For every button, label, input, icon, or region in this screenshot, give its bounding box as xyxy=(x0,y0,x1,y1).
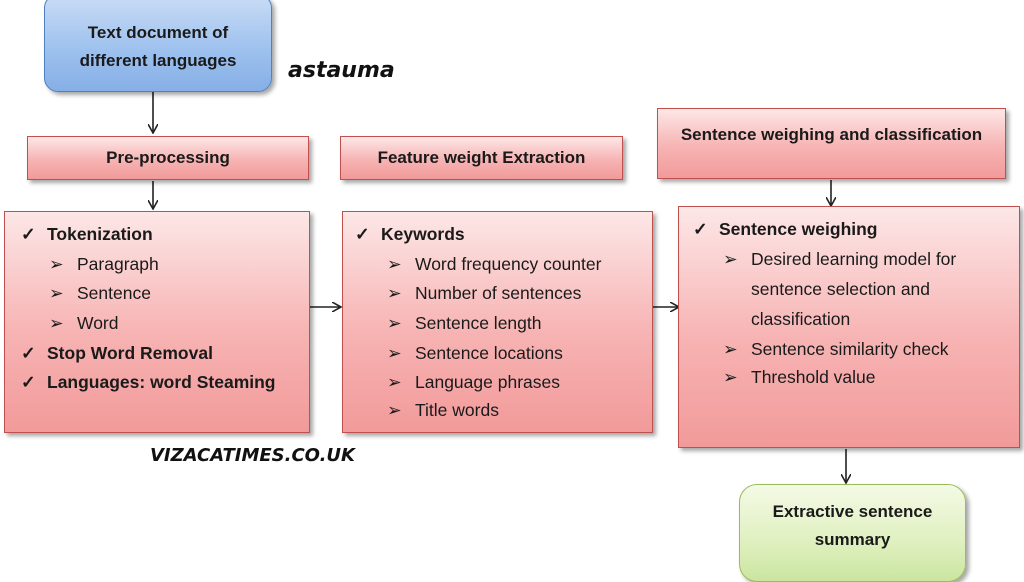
output-summary-box: Extractive sentence summary xyxy=(739,484,966,582)
item-label: Sentence locations xyxy=(415,343,563,363)
item-label: Keywords xyxy=(381,224,465,244)
item-label: Languages: word Steaming xyxy=(47,372,276,392)
input-line-2: different languages xyxy=(79,51,237,70)
item-learning-model-line3: classification xyxy=(751,309,851,329)
sentence-box: ✓ Sentence weighing ➢ Desired learning mod… xyxy=(678,206,1020,448)
check-icon: ✓ xyxy=(355,224,370,244)
input-line-1: Text document of xyxy=(87,23,229,42)
item-stop-word: ✓ Stop Word Removal xyxy=(21,343,213,364)
item-label: Stop Word Removal xyxy=(47,343,213,363)
item-sentence: ➢ Sentence xyxy=(49,283,151,304)
feature-header: Feature weight Extraction xyxy=(340,136,623,180)
item-label: Language phrases xyxy=(415,372,560,392)
preprocessing-header: Pre-processing xyxy=(27,136,309,180)
check-icon: ✓ xyxy=(21,372,36,392)
item-learning-model: ➢ Desired learning model for xyxy=(723,249,956,270)
item-sentence-weighing: ✓ Sentence weighing xyxy=(693,219,878,240)
check-icon: ✓ xyxy=(21,224,36,244)
item-label: Title words xyxy=(415,400,499,420)
item-label: Threshold value xyxy=(751,367,876,387)
arrow-bullet-icon: ➢ xyxy=(49,254,64,274)
item-tokenization: ✓ Tokenization xyxy=(21,224,153,245)
check-icon: ✓ xyxy=(21,343,36,363)
item-feature-4: ➢ Language phrases xyxy=(387,372,560,393)
item-feature-0: ➢ Word frequency counter xyxy=(387,254,601,275)
item-label: Number of sentences xyxy=(415,283,582,303)
item-feature-1: ➢ Number of sentences xyxy=(387,283,581,304)
item-feature-3: ➢ Sentence locations xyxy=(387,343,563,364)
preprocessing-box: ✓ Tokenization ➢ Paragraph ➢ Sentence ➢ Word… xyxy=(4,211,310,433)
feature-box: ✓ Keywords ➢ Word frequency counter ➢ Numbe… xyxy=(342,211,653,433)
preprocessing-header-label: Pre-processing xyxy=(106,148,230,167)
arrow-bullet-icon: ➢ xyxy=(387,372,402,392)
arrow-bullet-icon: ➢ xyxy=(723,367,738,387)
feature-header-label: Feature weight Extraction xyxy=(377,148,586,167)
watermark-vizacatimes: VIZACATIMES.CO.UK xyxy=(150,445,355,466)
item-keywords: ✓ Keywords xyxy=(355,224,465,245)
output-line-1: Extractive sentence xyxy=(772,502,933,521)
arrow-bullet-icon: ➢ xyxy=(723,249,738,269)
item-similarity-check: ➢ Sentence similarity check xyxy=(723,339,948,360)
item-word: ➢ Word xyxy=(49,313,119,334)
arrow-bullet-icon: ➢ xyxy=(723,339,738,359)
item-label: Sentence xyxy=(77,283,151,303)
item-label: Desired learning model for xyxy=(751,249,957,269)
watermark-astauma: astauma xyxy=(288,58,395,83)
item-label: Sentence length xyxy=(415,313,542,333)
item-label: Paragraph xyxy=(77,254,159,274)
arrow-bullet-icon: ➢ xyxy=(49,283,64,303)
item-feature-2: ➢ Sentence length xyxy=(387,313,542,334)
sentence-header: Sentence weighing and classification xyxy=(657,108,1006,179)
item-label: Word xyxy=(77,313,119,333)
item-label: Sentence weighing xyxy=(719,219,878,239)
item-threshold: ➢ Threshold value xyxy=(723,367,876,388)
output-line-2: summary xyxy=(814,530,891,549)
item-label: Word frequency counter xyxy=(415,254,602,274)
input-document-box: Text document of different languages xyxy=(44,0,272,92)
arrow-bullet-icon: ➢ xyxy=(387,283,402,303)
item-feature-5: ➢ Title words xyxy=(387,400,499,421)
arrow-bullet-icon: ➢ xyxy=(387,400,402,420)
check-icon: ✓ xyxy=(693,219,708,239)
arrow-bullet-icon: ➢ xyxy=(387,343,402,363)
item-label: Sentence similarity check xyxy=(751,339,949,359)
item-learning-model-line2: sentence selection and xyxy=(751,279,931,299)
arrow-bullet-icon: ➢ xyxy=(387,313,402,333)
arrow-bullet-icon: ➢ xyxy=(49,313,64,333)
arrow-bullet-icon: ➢ xyxy=(387,254,402,274)
item-paragraph: ➢ Paragraph xyxy=(49,254,159,275)
item-label: Tokenization xyxy=(47,224,153,244)
item-languages: ✓ Languages: word Steaming xyxy=(21,372,276,393)
sentence-header-label: Sentence weighing and classification xyxy=(680,125,983,144)
